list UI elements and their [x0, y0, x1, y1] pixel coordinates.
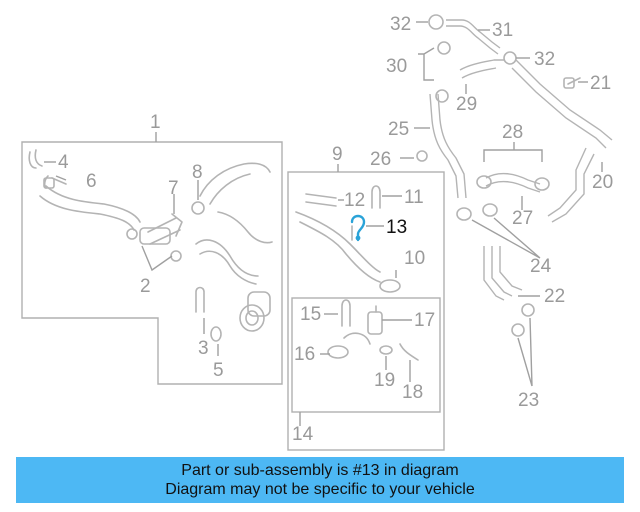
- right-leaders: [400, 21, 603, 387]
- callout-7: 7: [168, 178, 179, 199]
- callout-8: 8: [192, 162, 203, 183]
- callout-2: 2: [140, 276, 151, 297]
- callout-26: 26: [370, 149, 391, 170]
- callout-9: 9: [332, 144, 343, 165]
- callout-13: 13: [386, 217, 407, 238]
- callout-32-right: 32: [534, 49, 555, 70]
- parts-diagram: 1 4 6 7 8 2 3 5: [21, 14, 613, 451]
- callout-19: 19: [374, 370, 395, 391]
- banner-line-2: Diagram may not be specific to your vehi…: [165, 481, 475, 498]
- callout-31: 31: [492, 20, 513, 41]
- callout-15: 15: [300, 304, 321, 325]
- callout-24: 24: [530, 256, 552, 277]
- lower-fittings: [327, 299, 419, 361]
- assembly-9-frame: [287, 164, 445, 451]
- middle-leaders: [320, 195, 412, 382]
- left-leaders: [44, 161, 219, 356]
- middle-callouts: 9 12 11 13 10 15 17 16 19 18 14: [292, 144, 435, 445]
- callout-18: 18: [402, 382, 423, 403]
- callout-16: 16: [294, 344, 315, 365]
- right-callouts: 32 31 32 30 29 21 25 28 26 20 27 24 22 2…: [370, 14, 613, 411]
- banner-line-1: Part or sub-assembly is #13 in diagram: [181, 462, 459, 479]
- callout-20: 20: [592, 172, 613, 193]
- assembly-1-frame: [21, 132, 283, 385]
- callout-32-top: 32: [390, 14, 411, 35]
- right-pipes: [416, 14, 613, 337]
- callout-25: 25: [388, 119, 409, 140]
- callout-10: 10: [404, 248, 425, 269]
- callout-14: 14: [292, 424, 314, 445]
- callout-11: 11: [404, 187, 424, 208]
- callout-28: 28: [502, 122, 523, 143]
- info-banner: Part or sub-assembly is #13 in diagram D…: [16, 457, 624, 503]
- callout-4: 4: [58, 152, 69, 173]
- coolant-hose-assembly: [28, 149, 273, 342]
- callout-22: 22: [544, 286, 565, 307]
- callout-3: 3: [198, 338, 209, 359]
- upper-hose-assembly: [295, 185, 401, 293]
- callout-1: 1: [150, 112, 161, 133]
- callout-21: 21: [590, 73, 611, 94]
- callout-6: 6: [86, 171, 97, 192]
- callout-12: 12: [344, 190, 365, 211]
- left-callouts: 1 4 6 7 8 2 3 5: [58, 112, 224, 381]
- callout-23: 23: [518, 390, 539, 411]
- part-13-clamp: [350, 214, 366, 242]
- callout-5: 5: [213, 360, 224, 381]
- callout-17: 17: [414, 310, 435, 331]
- callout-29: 29: [456, 94, 477, 115]
- callout-30: 30: [386, 56, 407, 77]
- callout-27: 27: [512, 208, 533, 229]
